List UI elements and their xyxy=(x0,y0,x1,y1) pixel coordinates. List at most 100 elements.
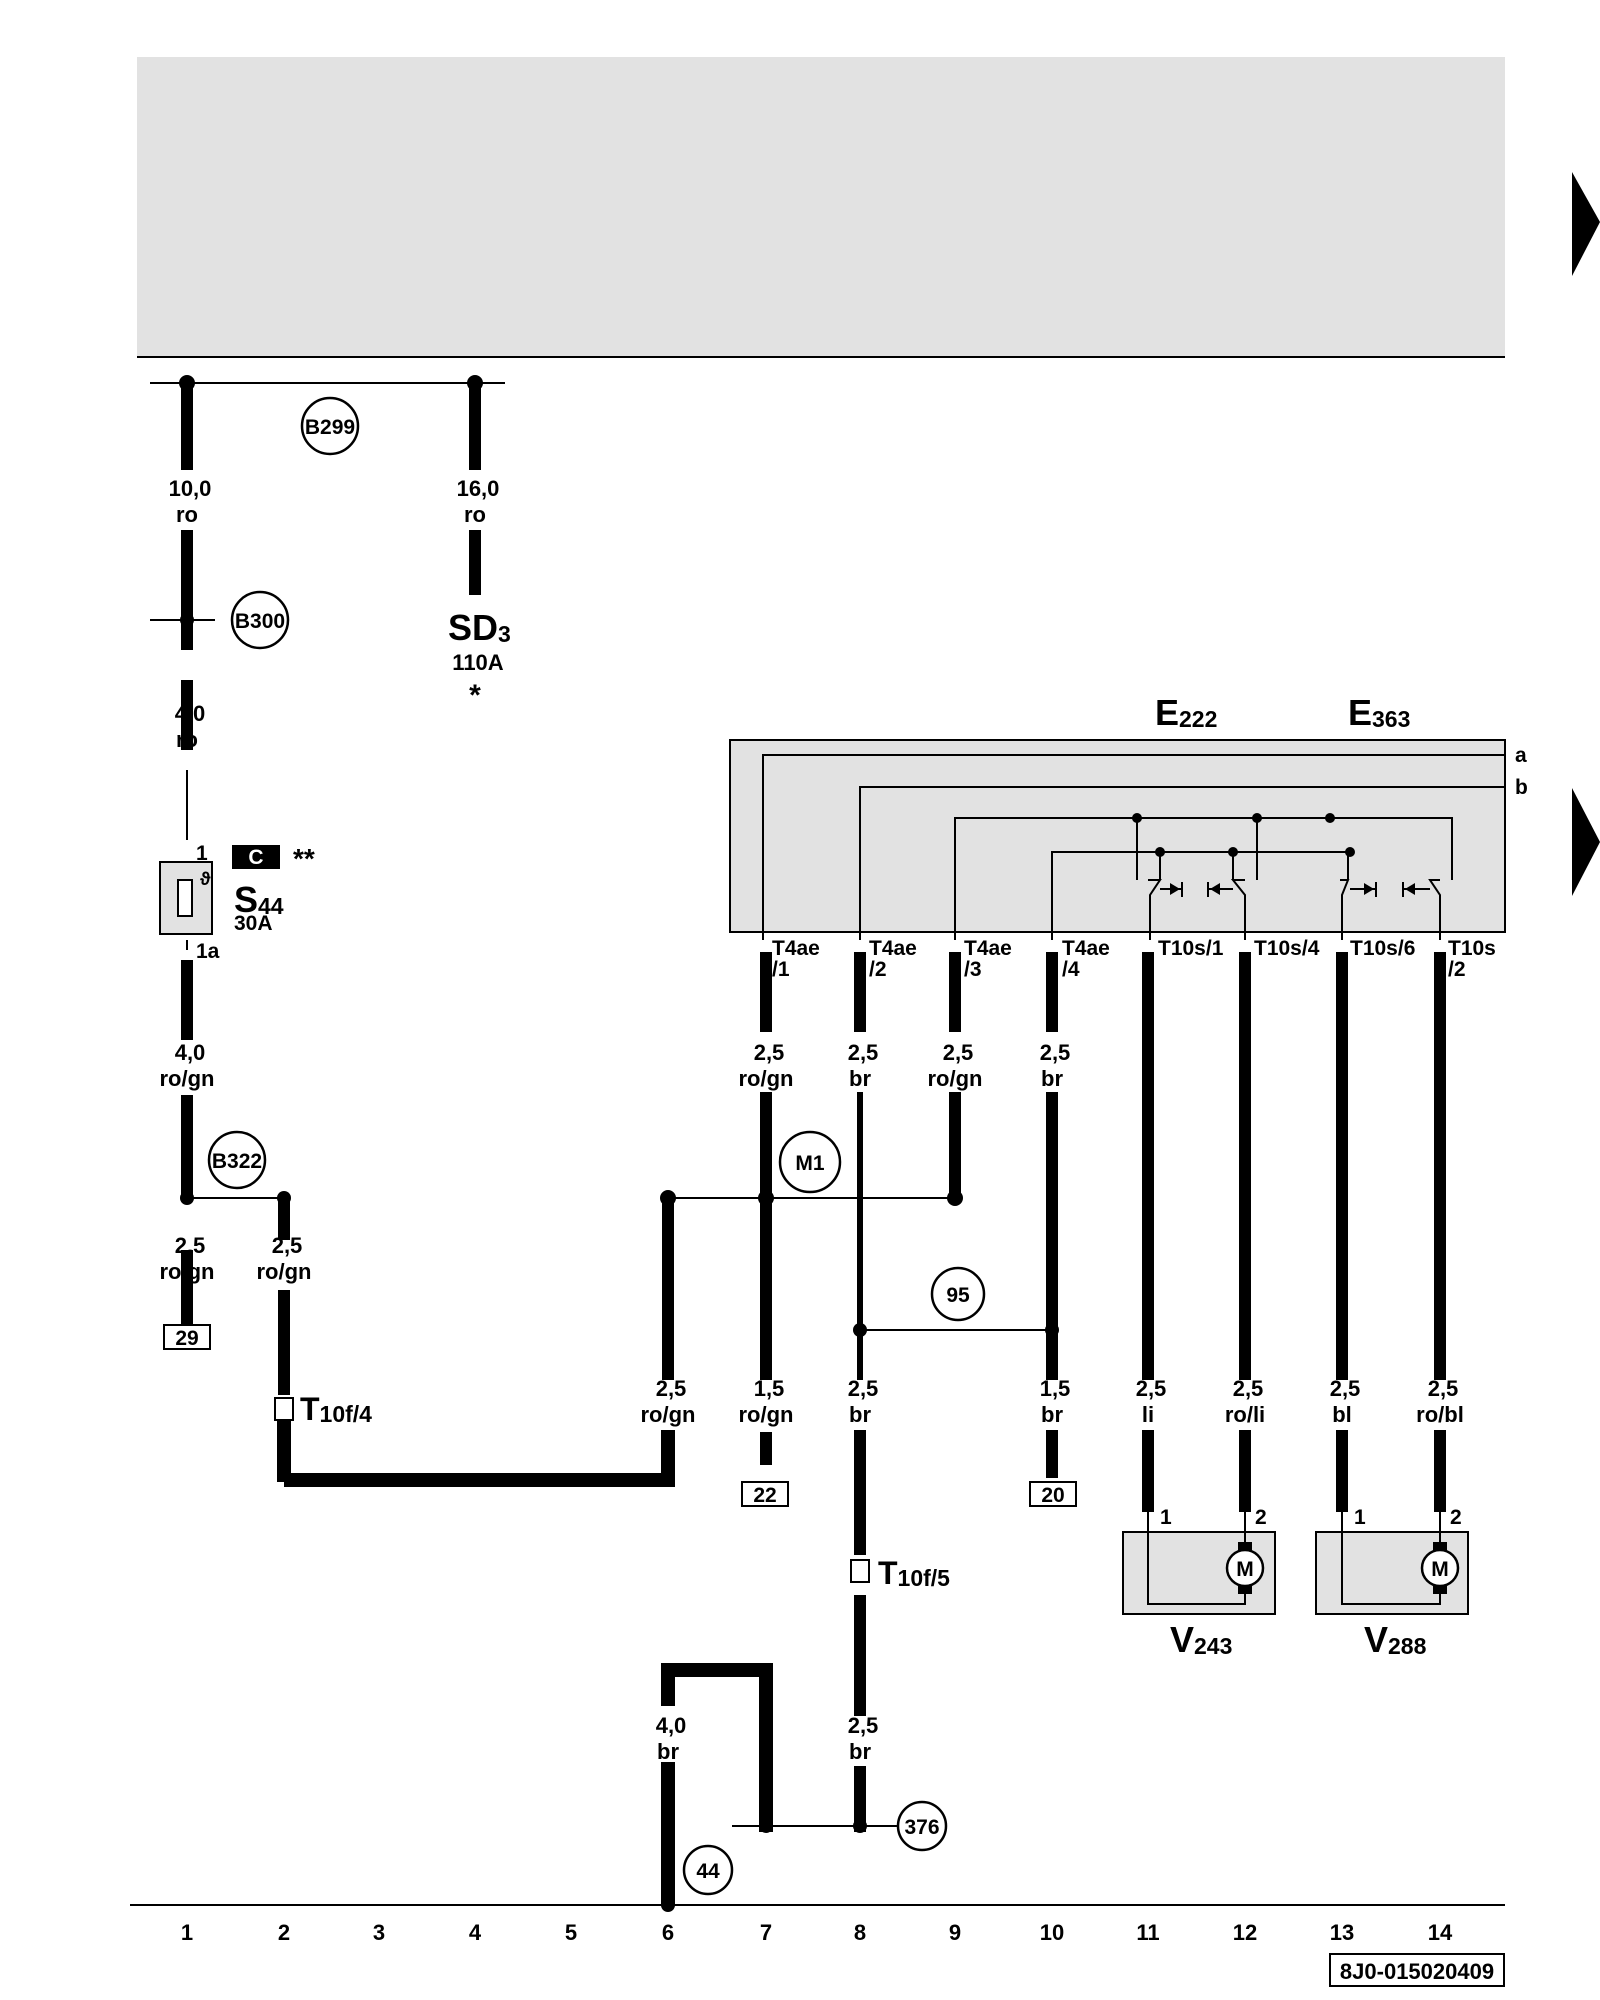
wire-size: 10,0 xyxy=(169,476,212,501)
fuse-code-badge xyxy=(232,845,280,869)
splice-b322 xyxy=(207,1130,267,1190)
fuse-sd3-name: SD3 xyxy=(448,607,511,648)
wire-size: 2,5 xyxy=(272,1233,303,1258)
fuse-sd3-note: * xyxy=(469,679,481,712)
connector-t4ae3-pin: /3 xyxy=(964,958,982,981)
wire-color: ro xyxy=(176,727,198,752)
wire-color: ro/gn xyxy=(160,1259,215,1284)
connector-t10s2-pin: /2 xyxy=(1448,958,1466,981)
connector-t10s6: T10s/6 xyxy=(1350,937,1415,960)
fuse-rating: 30A xyxy=(234,912,273,935)
connector-t10f5 xyxy=(850,1559,870,1583)
column-number: 2 xyxy=(278,1920,290,1945)
wire-color: br xyxy=(849,1739,871,1764)
header-panel xyxy=(137,57,1505,357)
wire-color: br xyxy=(1041,1402,1063,1427)
wire-size: 4,0 xyxy=(175,701,206,726)
control-unit-e222-e363 xyxy=(729,739,1506,933)
wire-size: 2,5 xyxy=(1136,1376,1167,1401)
wire-size: 2,5 xyxy=(848,1376,879,1401)
connector-t4ae4-pin: /4 xyxy=(1062,958,1080,981)
component-e363: E363 xyxy=(1348,692,1410,733)
arrow-right-icon[interactable] xyxy=(1572,172,1600,276)
arrow-right-icon[interactable] xyxy=(1572,788,1600,896)
fuse-sd3-rating: 110A xyxy=(452,650,503,675)
fuse-note: ** xyxy=(293,843,315,874)
wire-size: 2,5 xyxy=(1330,1376,1361,1401)
splice-376-label: 376 xyxy=(904,1816,939,1839)
connector-t10f5-label: T10f/5 xyxy=(878,1555,950,1591)
motor-icon xyxy=(1420,1548,1460,1588)
connector-t4ae4: T4ae xyxy=(1062,937,1110,960)
splice-b300 xyxy=(230,590,290,650)
wire-size: 4,0 xyxy=(656,1713,687,1738)
motor-symbol: M xyxy=(1431,1558,1449,1581)
column-number: 5 xyxy=(565,1920,577,1945)
connector-t10f4 xyxy=(274,1397,294,1421)
ground-m1-label: M1 xyxy=(795,1152,824,1175)
wire-color: br xyxy=(849,1402,871,1427)
wire-size: 2,5 xyxy=(656,1376,687,1401)
connector-t4ae2: T4ae xyxy=(869,937,917,960)
ref-29[interactable] xyxy=(163,1324,211,1350)
motor-pin: 2 xyxy=(1255,1506,1267,1529)
wire-size: 2,5 xyxy=(754,1040,785,1065)
temperature-symbol: ϑ xyxy=(200,869,211,889)
splice-b300-label: B300 xyxy=(235,610,285,633)
wire-color: ro/gn xyxy=(739,1402,794,1427)
splice-b299-label: B299 xyxy=(305,416,355,439)
ref-22[interactable] xyxy=(741,1481,789,1507)
column-number: 10 xyxy=(1040,1920,1064,1945)
side-label-b: b xyxy=(1515,776,1528,799)
ground-44 xyxy=(682,1844,734,1896)
connector-t4ae1: T4ae xyxy=(772,937,820,960)
ref-20[interactable] xyxy=(1029,1481,1077,1507)
wire-size: 2,5 xyxy=(848,1040,879,1065)
wire-color: br xyxy=(657,1739,679,1764)
wire-color: ro/bl xyxy=(1416,1402,1464,1427)
motor-pin: 1 xyxy=(1160,1506,1172,1529)
wire-color: bl xyxy=(1332,1402,1352,1427)
wire-size: 2,5 xyxy=(1428,1376,1459,1401)
column-number: 11 xyxy=(1136,1920,1159,1945)
column-number: 12 xyxy=(1233,1920,1257,1945)
splice-b299 xyxy=(300,396,360,456)
wire-color: ro xyxy=(176,502,198,527)
splice-376 xyxy=(896,1800,948,1852)
column-number: 1 xyxy=(181,1920,193,1945)
motor-icon xyxy=(1225,1548,1265,1588)
splice-b322-label: B322 xyxy=(212,1150,262,1173)
wire-color: ro/gn xyxy=(160,1066,215,1091)
wire-size: 2,5 xyxy=(1040,1040,1071,1065)
splice-95 xyxy=(930,1266,986,1322)
fuse-code: C xyxy=(248,846,263,869)
wire-size: 1,5 xyxy=(754,1376,785,1401)
splice-95-label: 95 xyxy=(946,1284,970,1307)
wire-color: ro/gn xyxy=(739,1066,794,1091)
connector-t10s4: T10s/4 xyxy=(1254,937,1320,960)
wire-size: 2,5 xyxy=(943,1040,974,1065)
ref-20-label: 20 xyxy=(1041,1484,1064,1507)
ground-44-label: 44 xyxy=(696,1860,720,1883)
fuse-pin-1a: 1a xyxy=(196,940,220,963)
wire-color: br xyxy=(849,1066,871,1091)
column-number: 7 xyxy=(760,1920,772,1945)
motor-v243-label: V243 xyxy=(1170,1619,1232,1660)
connector-t10s2: T10s xyxy=(1448,937,1496,960)
motor-v288-label: V288 xyxy=(1364,1619,1427,1660)
wire-size: 16,0 xyxy=(457,476,500,501)
connector-t4ae3: T4ae xyxy=(964,937,1012,960)
wire-color: ro xyxy=(464,502,486,527)
doc-id: 8J0-015020409 xyxy=(1340,1959,1494,1984)
motor-pin: 1 xyxy=(1354,1506,1366,1529)
fuse-pin-1: 1 xyxy=(196,842,208,865)
column-number: 13 xyxy=(1330,1920,1354,1945)
wire-size: 2,5 xyxy=(1233,1376,1264,1401)
column-number: 8 xyxy=(854,1920,866,1945)
column-number: 3 xyxy=(373,1920,385,1945)
connector-t10s1: T10s/1 xyxy=(1158,937,1224,960)
wire-size: 1,5 xyxy=(1040,1376,1071,1401)
doc-id-box xyxy=(1329,1953,1505,1987)
wire-color: ro/gn xyxy=(257,1259,312,1284)
